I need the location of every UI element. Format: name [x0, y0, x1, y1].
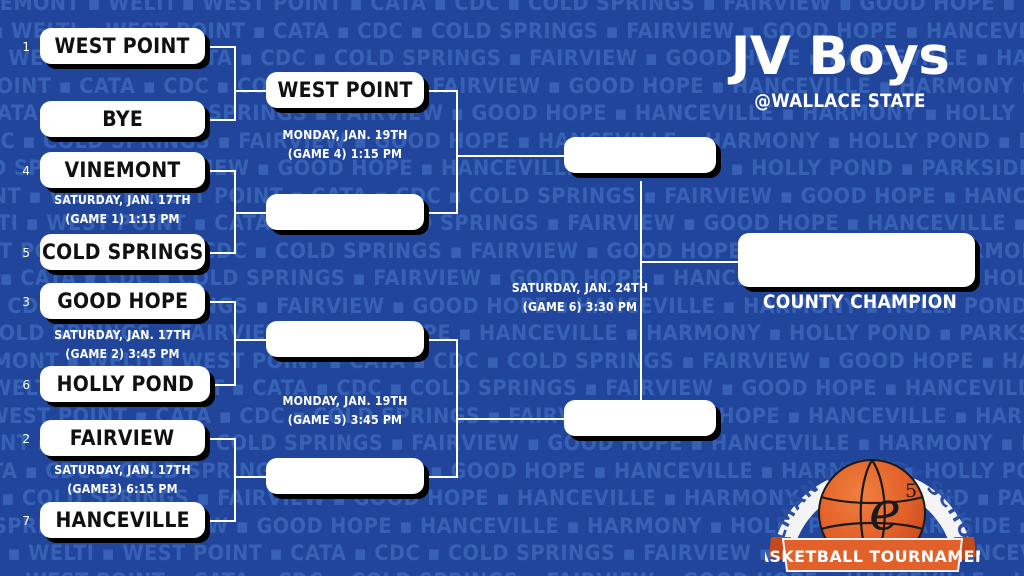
connector-line: [456, 90, 458, 214]
connector-line: [208, 438, 236, 440]
connector-line: [428, 90, 458, 92]
seed-number: 1: [22, 40, 30, 54]
team-name: BYE: [102, 107, 143, 131]
connector-line: [234, 212, 266, 214]
connector-line: [208, 520, 236, 522]
game-detail: (GAME 1) 1:15 PM: [65, 211, 180, 226]
connector-line: [456, 155, 566, 157]
watermark-row: VINEMONT ▪ WELTI ▪ WEST POINT ▪ CATA ▪ C…: [0, 0, 1024, 15]
team-name: HANCEVILLE: [55, 508, 190, 532]
logo-arc-band: [773, 469, 972, 549]
connector-line: [208, 384, 236, 386]
game-day: SATURDAY, JAN. 17TH: [54, 327, 191, 342]
team-slot-semifinal-1[interactable]: [564, 137, 716, 173]
game-detail: (GAME 5) 3:45 PM: [287, 412, 403, 427]
team-name: COLD SPRINGS: [41, 240, 204, 264]
connector-line: [234, 339, 266, 341]
team-slot-r1-3[interactable]: VINEMONT: [40, 152, 205, 188]
game-info-4: MONDAY, JAN. 19TH (GAME 4) 1:15 PM: [266, 125, 424, 163]
seed-number: 2: [22, 432, 30, 446]
team-slot-r2-1[interactable]: WEST POINT: [266, 72, 424, 108]
connector-line: [208, 119, 236, 121]
game-info-2: SATURDAY, JAN. 17TH (GAME 2) 3:45 PM: [37, 325, 209, 363]
cullman-county-schools-logo: CULLMAN COUNTY SCHOOLS e 5 BASKETBALL TO…: [765, 425, 980, 575]
team-slot-champion[interactable]: [738, 233, 975, 287]
game-day: MONDAY, JAN. 19TH: [282, 127, 408, 142]
game-detail: (GAME3) 6:15 PM: [67, 481, 178, 496]
game-info-5: MONDAY, JAN. 19TH (GAME 5) 3:45 PM: [266, 391, 424, 429]
team-slot-r1-5[interactable]: GOOD HOPE: [40, 283, 205, 319]
game-detail: (GAME 4) 1:15 PM: [287, 146, 403, 161]
team-name: HOLLY POND: [56, 372, 194, 396]
team-slot-r1-6[interactable]: HOLLY POND: [40, 366, 210, 402]
team-slot-r2-2[interactable]: [266, 194, 424, 230]
connector-line: [640, 181, 642, 418]
connector-line: [234, 476, 266, 478]
logo-banner-text: BASKETBALL TOURNAMENT: [765, 547, 980, 566]
game-info-6: SATURDAY, JAN. 24TH (GAME 6) 3:30 PM: [483, 278, 677, 316]
logo-e-exponent: 5: [905, 480, 917, 502]
seed-number: 4: [22, 164, 30, 178]
connector-line: [428, 476, 458, 478]
team-name: WEST POINT: [277, 78, 413, 102]
seed-number: 7: [22, 514, 30, 528]
connector-line: [234, 301, 236, 386]
connector-line: [428, 212, 458, 214]
team-slot-r1-2[interactable]: BYE: [40, 101, 205, 137]
page-title: JV Boys: [730, 26, 950, 87]
connector-line: [640, 261, 740, 263]
team-slot-r1-8[interactable]: HANCEVILLE: [40, 502, 205, 538]
game-info-1: SATURDAY, JAN. 17TH (GAME 1) 1:15 PM: [37, 190, 209, 228]
team-slot-r1-7[interactable]: FAIRVIEW: [40, 420, 205, 456]
game-info-3: SATURDAY, JAN. 17TH (GAME3) 6:15 PM: [37, 460, 209, 498]
logo-e-mark: e: [869, 479, 901, 542]
team-name: VINEMONT: [64, 158, 181, 182]
connector-line: [208, 46, 236, 48]
game-day: SATURDAY, JAN. 24TH: [511, 280, 649, 295]
connector-line: [456, 339, 458, 478]
game-day: MONDAY, JAN. 19TH: [282, 393, 408, 408]
game-day: SATURDAY, JAN. 17TH: [54, 192, 191, 207]
connector-line: [234, 46, 236, 121]
team-slot-r1-1[interactable]: WEST POINT: [40, 28, 205, 64]
connector-line: [208, 170, 236, 172]
venue-subtitle: @WALLACE STATE: [754, 90, 926, 112]
team-name: WEST POINT: [54, 34, 191, 58]
game-detail: (GAME 2) 3:45 PM: [65, 346, 180, 361]
team-slot-semifinal-2[interactable]: [564, 400, 716, 436]
county-champion-label: COUNTY CHAMPION: [762, 291, 958, 313]
team-slot-r2-4[interactable]: [266, 458, 424, 494]
seed-number: 3: [22, 295, 30, 309]
logo-banner: [781, 538, 964, 572]
connector-line: [208, 301, 236, 303]
connector-line: [456, 418, 566, 420]
team-slot-r2-3[interactable]: [266, 321, 424, 357]
team-name: FAIRVIEW: [70, 426, 175, 450]
connector-line: [428, 339, 458, 341]
team-slot-r1-4[interactable]: COLD SPRINGS: [40, 234, 205, 270]
seed-number: 5: [22, 246, 30, 260]
game-day: SATURDAY, JAN. 17TH: [54, 462, 191, 477]
connector-line: [208, 252, 236, 254]
connector-line: [234, 438, 236, 522]
connector-line: [234, 90, 266, 92]
game-detail: (GAME 6) 3:30 PM: [522, 299, 638, 314]
title-block: JV Boys @WALLACE STATE: [660, 26, 1020, 113]
seed-number: 6: [22, 378, 30, 392]
team-name: GOOD HOPE: [56, 289, 189, 313]
